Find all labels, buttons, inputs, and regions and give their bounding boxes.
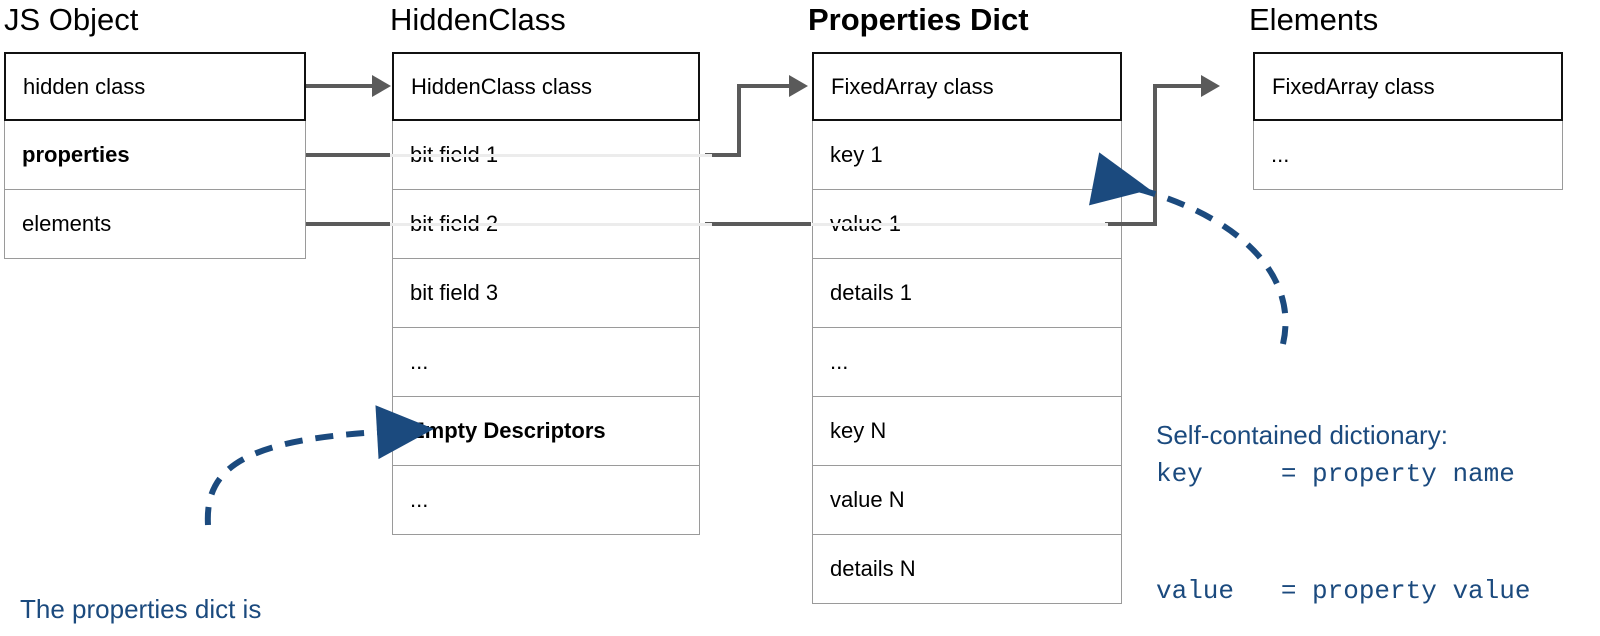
- connector-elements-ghost-1: [390, 223, 712, 226]
- connector-elements-to-box: [1153, 84, 1201, 88]
- connector-properties-elbow-h: [705, 153, 741, 157]
- note-line-1: The properties dict is: [20, 594, 262, 624]
- connector-elements-mid: [705, 222, 811, 226]
- struct-properties-dict: FixedArray class key 1 value 1 details 1…: [812, 52, 1122, 604]
- connector-properties-arrowhead: [789, 75, 808, 97]
- annotation-arrow-self-contained-dict: [1088, 152, 1289, 345]
- connector-elements-stub: [306, 222, 390, 226]
- field-key-1[interactable]: key 1: [812, 121, 1122, 190]
- column-header-hiddenclass: HiddenClass: [390, 2, 566, 37]
- field-key-n[interactable]: key N: [812, 397, 1122, 466]
- field-elements[interactable]: elements: [4, 190, 306, 259]
- field-hiddenclass-ellipsis-2[interactable]: ...: [392, 466, 700, 535]
- connector-properties-ghost: [390, 154, 712, 157]
- field-properties-dict-ellipsis[interactable]: ...: [812, 328, 1122, 397]
- connector-elements-ghost-2: [812, 223, 1108, 226]
- field-elements-ellipsis[interactable]: ...: [1253, 121, 1563, 190]
- note-self-contained-dictionary: Self-contained dictionary:: [1156, 338, 1448, 533]
- note-dict-value: value = property value: [1156, 576, 1531, 606]
- connector-hidden-class-arrowhead: [372, 75, 391, 97]
- field-hiddenclass-ellipsis-1[interactable]: ...: [392, 328, 700, 397]
- struct-elements: FixedArray class ...: [1253, 52, 1563, 190]
- field-fixedarray-class-elements[interactable]: FixedArray class: [1253, 52, 1563, 121]
- connector-hidden-class-line: [306, 84, 372, 88]
- column-header-elements: Elements: [1249, 2, 1379, 37]
- field-details-1[interactable]: details 1: [812, 259, 1122, 328]
- connector-properties-stub: [306, 153, 390, 157]
- note-dict-heading: Self-contained dictionary:: [1156, 420, 1448, 450]
- note-dict-key: key = property name: [1156, 459, 1515, 489]
- note-properties-dict-self-contained: The properties dict is self-contained an…: [20, 512, 588, 636]
- field-value-n[interactable]: value N: [812, 466, 1122, 535]
- connector-properties-elbow-v: [737, 84, 741, 155]
- connector-elements-arrowhead: [1201, 75, 1220, 97]
- field-details-n[interactable]: details N: [812, 535, 1122, 604]
- field-empty-descriptors[interactable]: Empty Descriptors: [392, 397, 700, 466]
- struct-js-object: hidden class properties elements: [4, 52, 306, 259]
- struct-hiddenclass: HiddenClass class bit field 1 bit field …: [392, 52, 700, 535]
- column-header-js-object: JS Object: [4, 2, 139, 37]
- field-hidden-class[interactable]: hidden class: [4, 52, 306, 121]
- field-bit-field-3[interactable]: bit field 3: [392, 259, 700, 328]
- column-header-properties-dict: Properties Dict: [808, 2, 1029, 37]
- connector-elements-elbow-h: [1105, 222, 1157, 226]
- connector-properties-to-dict: [737, 84, 789, 88]
- field-hiddenclass-class[interactable]: HiddenClass class: [392, 52, 700, 121]
- field-fixedarray-class-properties[interactable]: FixedArray class: [812, 52, 1122, 121]
- note-dictionary-legend: key = property name value = property val…: [1156, 377, 1530, 636]
- connector-elements-elbow-v: [1153, 84, 1157, 226]
- field-properties[interactable]: properties: [4, 121, 306, 190]
